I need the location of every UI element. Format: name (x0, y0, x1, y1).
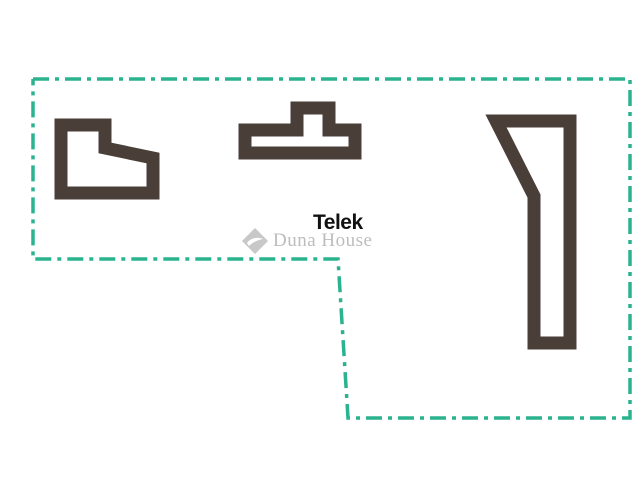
plot-label: Telek (313, 211, 363, 234)
plot-boundary (31, 77, 632, 420)
watermark-text: Duna House (273, 230, 373, 251)
building-right (485, 114, 577, 350)
watermark-logo: Duna House (241, 227, 372, 255)
building-middle (238, 101, 362, 160)
duna-house-logo-icon (242, 228, 268, 254)
building-left (54, 118, 160, 200)
